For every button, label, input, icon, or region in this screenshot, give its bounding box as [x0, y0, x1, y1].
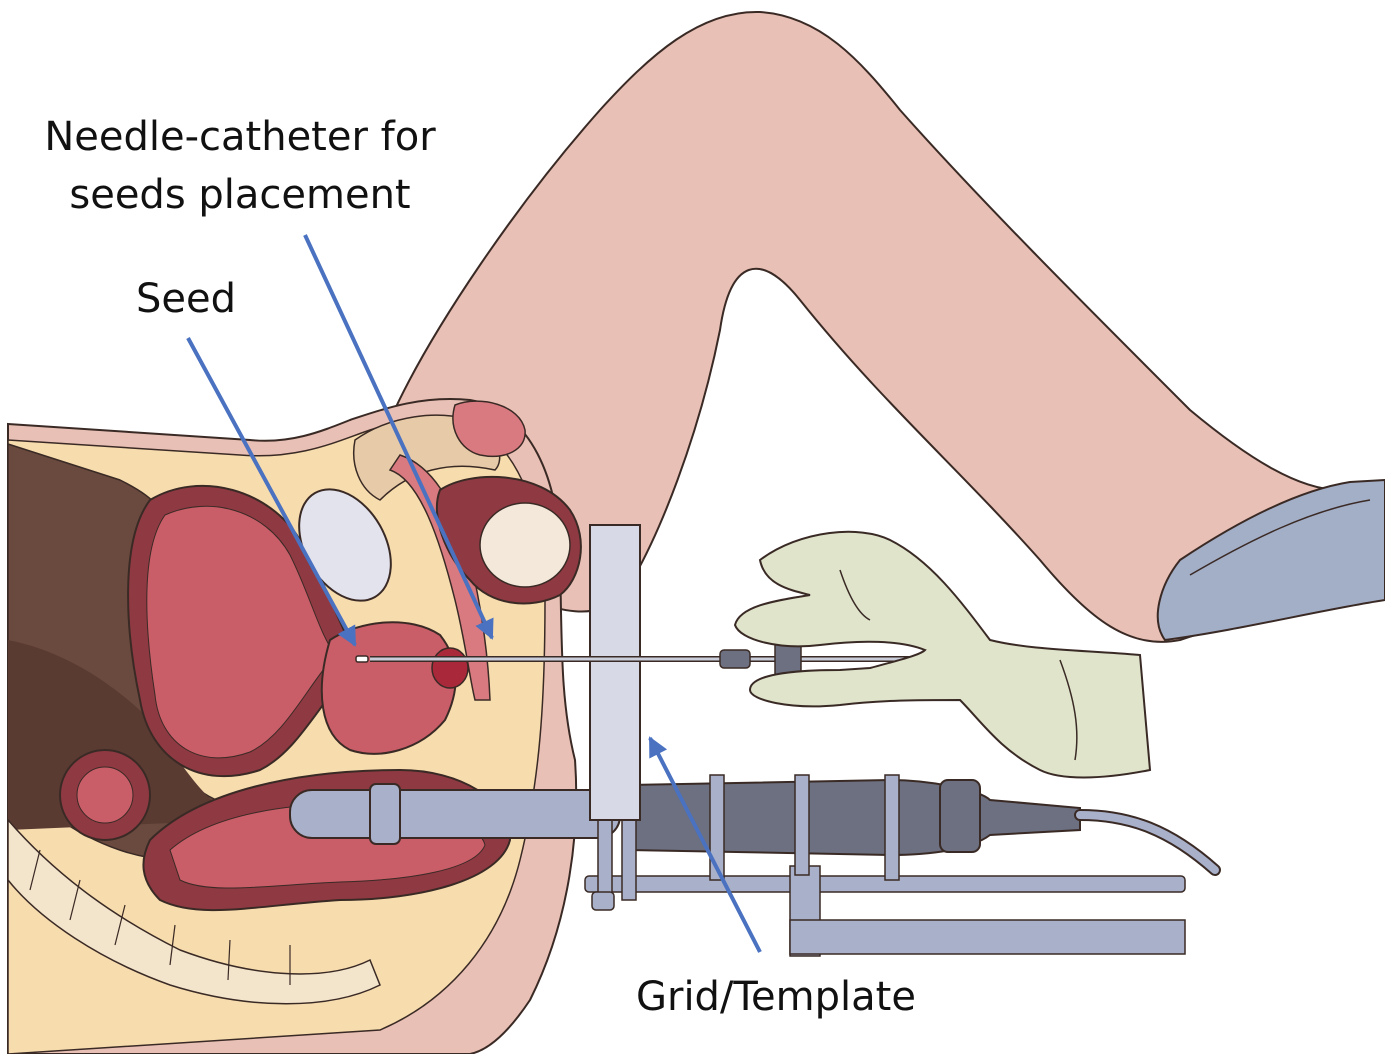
seed-arrow: [186, 337, 357, 647]
seed-icon: [355, 655, 369, 663]
grid-arrow: [648, 736, 762, 953]
ultrasound-probe-icon: [289, 778, 1221, 876]
foot: [1156, 478, 1385, 642]
stepper-base: [584, 774, 1186, 957]
testis: [435, 475, 582, 605]
gloved-hand-icon: [733, 530, 1152, 779]
needle-arrow: [303, 234, 494, 640]
sacrum: [7, 817, 381, 1005]
bladder: [127, 485, 362, 778]
needle-catheter-label: Needle-catheter for seeds placement: [30, 108, 450, 224]
needle-catheter-label-line1: Needle-catheter for: [44, 114, 436, 160]
needle-catheter-label-line2: seeds placement: [69, 172, 411, 218]
arrows: [186, 234, 762, 953]
grid-template-icon: [589, 524, 641, 821]
seed-label: Seed: [136, 276, 236, 322]
grid-template-label: Grid/Template: [636, 974, 916, 1020]
penis: [353, 400, 526, 701]
needle-catheter-icon: [370, 637, 970, 679]
